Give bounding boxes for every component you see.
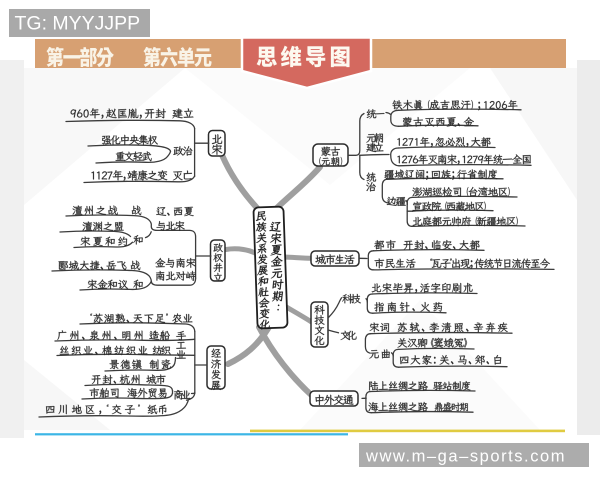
svg-text:www.m–ga–sports.com: www.m–ga–sports.com [365, 448, 566, 466]
svg-text:TG: MYYJJPP: TG: MYYJJPP [15, 13, 141, 35]
